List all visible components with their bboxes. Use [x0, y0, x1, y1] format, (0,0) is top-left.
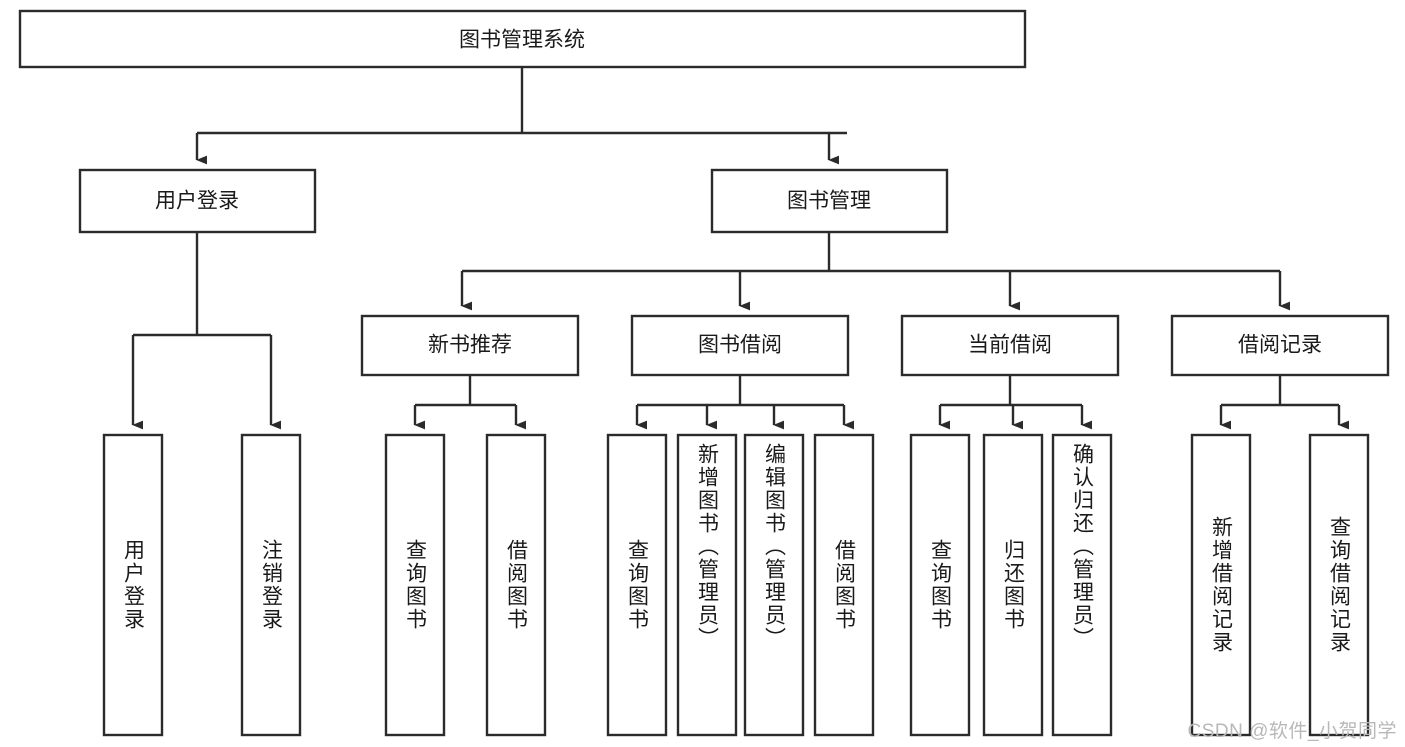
- connector-new-book-recommend-to-leaves: [413, 375, 527, 430]
- node-new-book-recommend[interactable]: 新书推荐: [360, 314, 580, 377]
- node-book-manage[interactable]: 图书管理: [710, 168, 949, 234]
- leaf-box-query-record[interactable]: [1308, 433, 1370, 737]
- node-label-user-login: 用户登录: [155, 190, 239, 213]
- node-current-borrow[interactable]: 当前借阅: [900, 314, 1120, 377]
- leaf-box-confirm-return[interactable]: [1051, 433, 1113, 737]
- connector-book-borrow-to-leaves: [635, 375, 855, 430]
- node-book-borrow[interactable]: 图书借阅: [630, 314, 850, 377]
- node-user-login[interactable]: 用户登录: [78, 168, 317, 234]
- leaf-box-query-book-2[interactable]: [606, 433, 668, 737]
- node-label-borrow-record: 借阅记录: [1238, 334, 1322, 357]
- node-label-book-borrow: 图书借阅: [698, 334, 782, 357]
- node-label-new-book-recommend: 新书推荐: [428, 334, 512, 357]
- node-borrow-record[interactable]: 借阅记录: [1170, 314, 1390, 377]
- leaf-box-user-logout[interactable]: [240, 433, 302, 737]
- leaf-box-borrow-book-2[interactable]: [813, 433, 875, 737]
- node-box-root: [18, 9, 1027, 69]
- connector-borrow-record-to-leaves: [1219, 375, 1350, 430]
- leaf-box-edit-book[interactable]: [743, 433, 805, 737]
- leaf-box-add-record[interactable]: [1190, 433, 1252, 737]
- leaf-box-query-book-3[interactable]: [909, 433, 971, 737]
- watermark-text: CSDN @软件_小贺同学: [1187, 721, 1397, 742]
- connector-root-to-level2: [195, 67, 847, 165]
- node-label-root: 图书管理系统: [459, 29, 585, 52]
- node-box-new-book-recommend: [360, 314, 580, 377]
- leaf-box-add-book[interactable]: [676, 433, 738, 737]
- node-box-user-login: [78, 168, 317, 234]
- connector-book-manage-to-level3: [460, 232, 1291, 311]
- leaf-box-return-book[interactable]: [982, 433, 1044, 737]
- connector-current-borrow-to-leaves: [938, 375, 1093, 430]
- node-box-current-borrow: [900, 314, 1120, 377]
- node-label-book-manage: 图书管理: [787, 190, 871, 213]
- connector-user-login-to-leaves: [131, 232, 282, 430]
- leaf-box-borrow-book-1[interactable]: [485, 433, 547, 737]
- node-root-system[interactable]: 图书管理系统: [18, 9, 1027, 69]
- leaf-boxes: [102, 433, 1370, 737]
- node-label-current-borrow: 当前借阅: [968, 334, 1052, 357]
- leaf-box-query-book-1[interactable]: [384, 433, 446, 737]
- leaf-box-user-login[interactable]: [102, 433, 164, 737]
